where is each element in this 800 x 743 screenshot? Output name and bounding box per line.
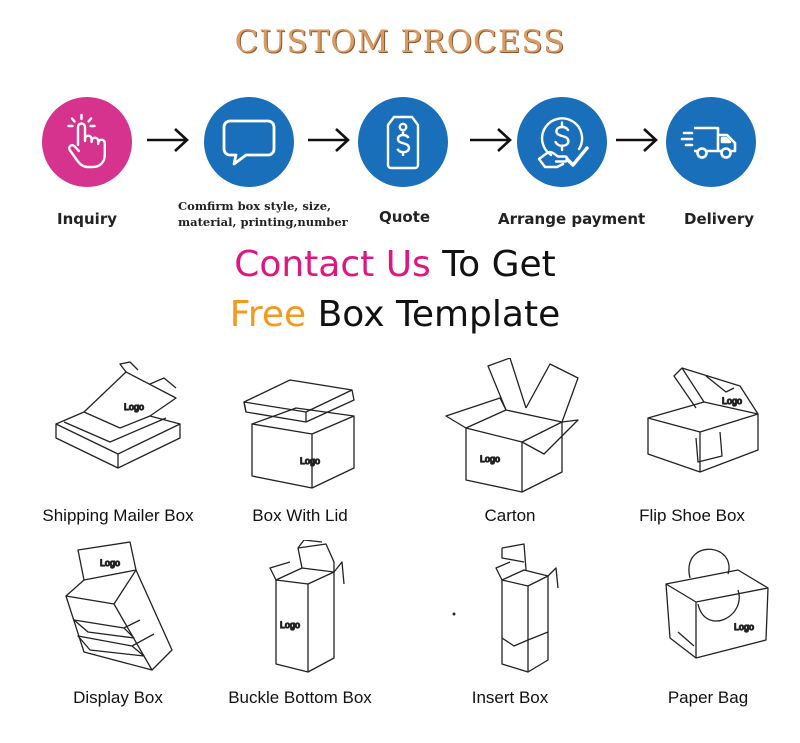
- step-delivery-circle: [666, 97, 756, 187]
- logo-text: Logo: [480, 454, 500, 464]
- box-label: Flip Shoe Box: [639, 506, 745, 525]
- carton-illustration: Logo: [445, 358, 579, 493]
- logo-text: Logo: [300, 456, 320, 466]
- dollar-hand-check-icon: [537, 117, 589, 169]
- logo-text: Logo: [280, 620, 300, 630]
- step-confirm-circle: [204, 97, 294, 187]
- step-label-payment: Arrange payment: [498, 210, 646, 228]
- step-inquiry-circle: [42, 97, 132, 187]
- buckle-bottom-box-illustration: Logo: [269, 540, 345, 673]
- logo-text: Logo: [722, 396, 742, 406]
- page-title: CUSTOM PROCESS: [234, 24, 566, 60]
- contact-us-text: Contact Us: [234, 244, 431, 285]
- step-label-confirm: Comfirm box style, size, material, print…: [178, 198, 348, 230]
- box-display: Logo Display Box: [28, 540, 208, 710]
- arrow-right-icon: [147, 128, 189, 152]
- box-buckle-bottom: Logo Buckle Bottom Box: [210, 540, 390, 710]
- flip-shoe-box-illustration: Logo: [647, 367, 759, 473]
- step-label-delivery: Delivery: [684, 210, 755, 228]
- logo-text: Logo: [124, 402, 144, 412]
- box-shipping-mailer: Logo Shipping Mailer Box: [28, 358, 208, 528]
- box-flip-shoe: Logo Flip Shoe Box: [602, 358, 782, 528]
- arrow-right-icon: [616, 128, 658, 152]
- box-label: Carton: [484, 506, 536, 525]
- paper-bag-illustration: Logo: [665, 548, 769, 659]
- arrow-right-icon: [308, 128, 350, 152]
- box-carton: Logo Carton: [420, 358, 600, 528]
- to-get-text: To Get: [430, 244, 556, 285]
- step-label-confirm-line2: material, printing,number: [178, 215, 348, 229]
- box-label: Display Box: [73, 688, 163, 707]
- box-insert: Insert Box: [420, 540, 600, 710]
- box-template-text: Box Template: [306, 294, 561, 335]
- box-label: Paper Bag: [667, 688, 749, 707]
- logo-text: Logo: [734, 622, 754, 632]
- logo-text: Logo: [100, 558, 120, 568]
- cta-line-1: Contact Us To Get: [0, 247, 795, 283]
- arrow-right-icon: [470, 128, 512, 152]
- step-label-inquiry: Inquiry: [57, 210, 117, 228]
- box-paper-bag: Logo Paper Bag: [618, 540, 798, 710]
- price-tag-icon: [386, 115, 420, 170]
- shipping-mailer-box-illustration: Logo: [55, 361, 181, 469]
- display-box-illustration: Logo: [65, 541, 173, 671]
- delivery-truck-icon: [680, 126, 737, 159]
- speech-bubble-icon: [222, 119, 276, 166]
- step-label-confirm-line1: Comfirm box style, size,: [178, 199, 332, 213]
- step-payment-circle: [517, 97, 607, 187]
- box-label: Box With Lid: [252, 506, 348, 525]
- insert-box-illustration: [452, 543, 559, 673]
- box-label: Shipping Mailer Box: [42, 506, 194, 525]
- box-with-lid: Logo Box With Lid: [210, 358, 390, 528]
- box-label: Insert Box: [471, 688, 549, 707]
- hand-tap-icon: [67, 113, 106, 169]
- step-quote-circle: [358, 97, 448, 187]
- cta-line-2: Free Box Template: [0, 297, 795, 333]
- step-label-quote: Quote: [379, 208, 431, 226]
- free-text: Free: [229, 294, 307, 335]
- box-with-lid-illustration: Logo: [243, 379, 355, 489]
- box-label: Buckle Bottom Box: [228, 688, 372, 707]
